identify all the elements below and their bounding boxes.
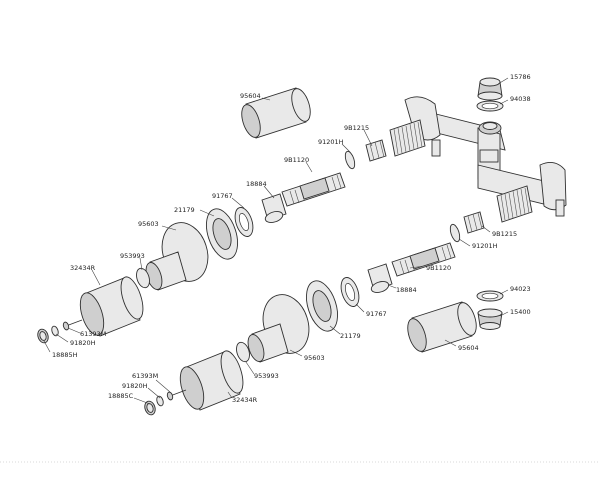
washer-91820H-lower [156,395,164,407]
label-15400: 15400 [510,308,531,316]
part-labels: 15786 94038 95604 9B1215 91201H 9B1120 1… [52,73,531,404]
label-91201H-upper: 91201H [318,138,344,146]
handle-32434R-lower [179,350,244,411]
oring-91201H-lower [449,223,461,243]
label-21179-lower: 21179 [340,332,361,340]
label-32434R-upper: 32434R [70,264,96,272]
label-18884-lower: 18884 [396,286,417,294]
handle-32434R-upper [79,276,144,337]
oring-91201H-upper [344,150,356,170]
label-9B1215-lower: 9B1215 [492,230,517,238]
label-18885H: 18885H [52,351,78,359]
label-95603-lower: 95603 [304,354,325,362]
label-61393M-lower: 61393M [132,372,158,380]
label-9B1120-upper: 9B1120 [284,156,309,164]
flange-21179-lower [305,280,339,332]
label-18885C: 18885C [108,392,134,400]
label-95604-upper: 95604 [240,92,261,100]
label-9B1120-lower: 9B1120 [426,264,451,272]
valve-body [389,96,567,223]
screw-61393M-upper [62,319,83,331]
label-953993-upper: 953993 [120,252,145,260]
label-95603-upper: 95603 [138,220,159,228]
index-cap-18885C [144,400,156,416]
escutcheon-95603-upper [145,222,209,291]
nut-18884-lower [367,263,393,293]
label-18884-upper: 18884 [246,180,267,188]
label-9B1215-upper: 9B1215 [344,124,369,132]
label-61393M-upper: 61393M [80,330,106,338]
washer-94038 [476,100,504,112]
nut-9B1215-upper [365,139,387,162]
adapter-953993-lower [236,341,250,363]
label-15786: 15786 [510,73,531,81]
label-91767-lower: 91767 [366,310,387,318]
label-91820H-upper: 91820H [70,339,96,347]
washer-94023 [476,290,504,302]
escutcheon-95603-lower [247,294,310,363]
label-21179-upper: 21179 [174,206,195,214]
sleeve-95604-lower [407,301,477,353]
label-91767-upper: 91767 [212,192,233,200]
label-32434R-lower: 32434R [232,396,258,404]
label-94023: 94023 [510,285,531,293]
flange-21179-upper [205,208,239,260]
stem-9B1120-lower [391,242,456,277]
washer-91820H-upper [51,325,59,337]
leader-lines [43,77,509,405]
stem-9B1120-upper [281,172,346,207]
nut-18884-upper [261,193,287,223]
upper-body-thread [393,121,423,155]
nut-9B1215-lower [463,211,485,234]
washer-91767-upper [234,207,254,237]
adapter-953993-upper [136,267,150,289]
washer-91767-lower [340,277,360,307]
index-cap-18885H [37,328,49,344]
label-95604-lower: 95604 [458,344,479,352]
screw-61393M-lower [166,389,187,401]
label-91820H-lower: 91820H [122,382,148,390]
label-94038: 94038 [510,95,531,103]
nut-15400 [477,308,503,330]
lower-body-thread [500,187,530,221]
cap-nut-15786 [477,77,503,101]
label-91201H-lower: 91201H [472,242,498,250]
sleeve-95604-upper [241,87,311,139]
label-953993-lower: 953993 [254,372,279,380]
